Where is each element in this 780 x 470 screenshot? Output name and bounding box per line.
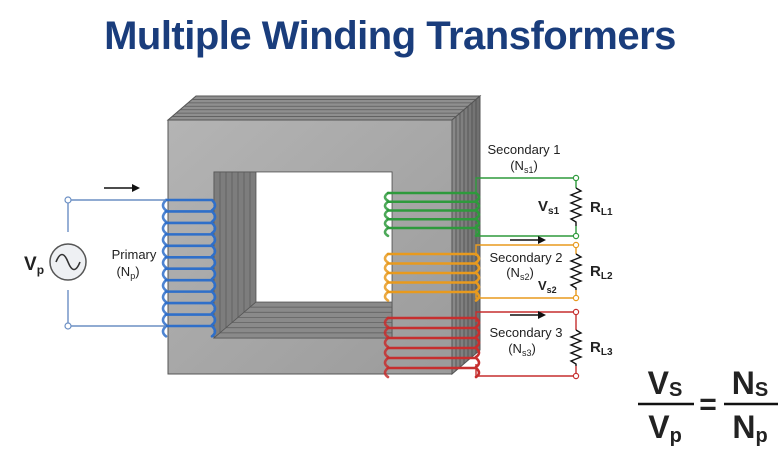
load-1-label: RL1 [590,199,613,218]
primary-coil [161,198,217,338]
formula-denominator-left: Vp [648,409,682,447]
primary-turns-label: (Np) [116,264,139,281]
primary-circuit [49,184,166,330]
secondary-1-circuit [475,174,583,240]
secondary-3-winding [383,316,481,379]
secondary-2-turns-label: (Ns2) [506,265,534,282]
secondary-2-label: Secondary 2 [490,250,563,265]
secondary-3-label: Secondary 3 [490,325,563,340]
laminated-core [166,94,482,376]
secondary-2-voltage-label: Vs2 [538,278,557,295]
resistor-1-icon [569,187,583,226]
formula-numerator-left: VS [648,365,683,401]
secondary-2-circuit [475,236,583,302]
current-arrow-icon [510,236,546,244]
secondary-1-voltage-label: Vs1 [538,198,560,217]
formula-equals: = [699,388,717,421]
ac-source-icon [49,243,87,281]
resistor-3-icon [569,329,583,366]
secondary-1-turns-label: (Ns1) [510,158,538,175]
formula-denominator-right: Np [732,409,767,447]
page-title: Multiple Winding Transformers [104,14,676,58]
secondary-3-turns-label: (Ns3) [508,341,536,358]
load-3-label: RL3 [590,339,613,358]
current-arrow-icon [104,184,140,192]
formula-numerator-right: NS [732,365,768,401]
secondary-1-label: Secondary 1 [488,142,561,157]
resistor-2-icon [569,253,583,290]
primary-voltage-label: Vp [24,254,44,277]
primary-label: Primary [112,247,157,262]
voltage-turns-ratio-formula: VS Vp = NS Np [638,365,778,447]
secondary-3-circuit [475,308,583,380]
secondary-1-winding [383,191,481,238]
primary-winding [161,198,217,338]
secondary-coils [383,191,481,379]
current-arrow-icon [510,311,546,319]
load-2-label: RL2 [590,263,613,282]
